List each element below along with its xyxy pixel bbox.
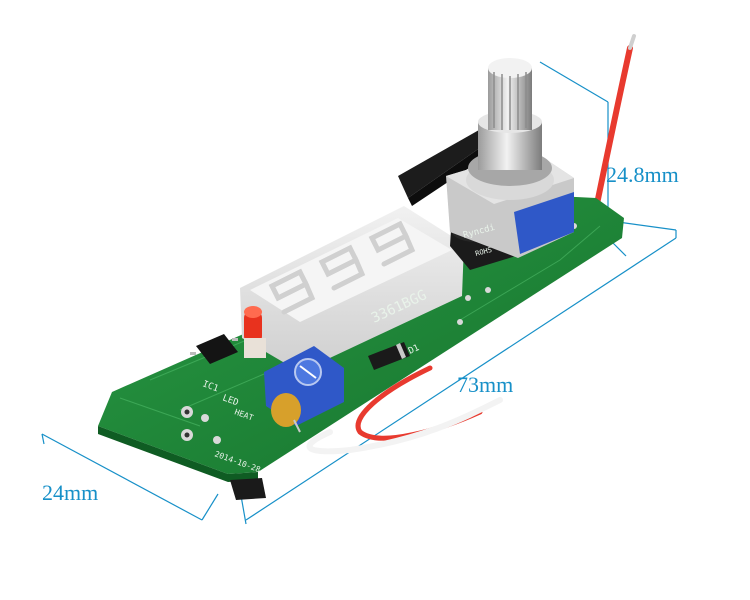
length-dimension-label: 73mm [457, 372, 514, 397]
seven-segment-display [240, 206, 464, 372]
width-dimension-label: 24mm [42, 480, 99, 505]
capacitor [271, 393, 301, 433]
diode [368, 342, 410, 370]
diode-label: D1 [407, 343, 421, 357]
height-dimension-label: 24.8mm [606, 162, 679, 187]
pin-header [398, 126, 496, 206]
led [244, 306, 266, 358]
rotary-encoder [446, 58, 574, 258]
ic-chip [190, 334, 238, 364]
